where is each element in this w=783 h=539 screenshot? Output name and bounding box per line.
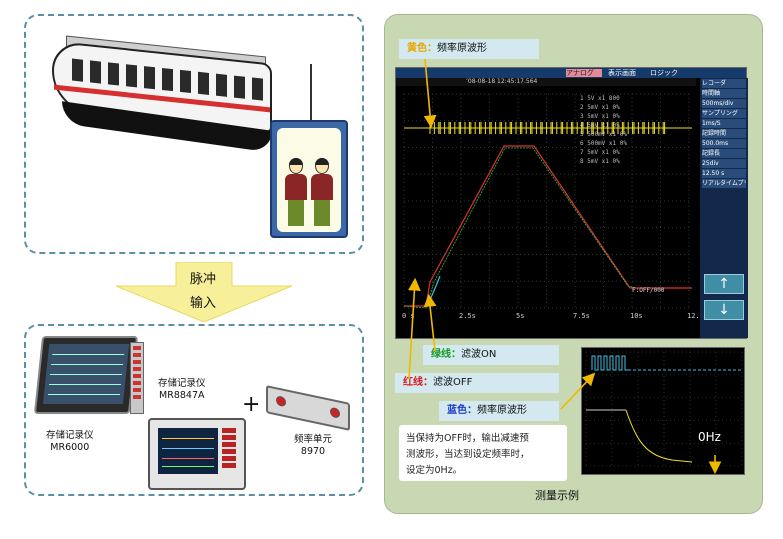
settings-item[interactable]: 記録長	[702, 149, 746, 158]
settings-item[interactable]: 1ms/S	[702, 119, 746, 128]
train-window	[252, 77, 263, 101]
settings-item[interactable]: 25div	[702, 159, 746, 168]
channel-rows: 1 5V x1 800 2 5mV x1 0% 3 5mV x1 0% 4 5mV x…	[580, 95, 627, 165]
measurement-example-panel: 黄色：频率原波形 アナログ 表示画面 ロジック ’08-08-18 12:45:…	[384, 14, 763, 514]
settings-item[interactable]: 500.0ms	[702, 139, 746, 148]
frequency-unit-8970-image	[266, 385, 350, 431]
mr8847a-label: 存储记录仪 MR8847A	[158, 378, 206, 401]
train-panel	[24, 14, 364, 254]
x-tick-label: 2.5s	[459, 312, 476, 320]
settings-item[interactable]: レコーダ	[702, 79, 746, 88]
tab-analog[interactable]: アナログ	[566, 69, 602, 77]
frequency-unit-label: 频率单元 8970	[294, 434, 333, 457]
train-window	[216, 73, 227, 97]
red-color-word: 红线：	[403, 377, 433, 388]
x-tick-label: 5s	[516, 312, 524, 320]
main-waveform-plot: 0 s 2.5s 5s 7.5s 10s 12.5s 1 5V x1 800 2 5mV x…	[402, 93, 700, 320]
x-tick-label: 10s	[630, 312, 643, 320]
channel-row: 8 5mV x1 0%	[580, 158, 620, 165]
zero-hz-label: 0Hz	[698, 430, 721, 444]
settings-item[interactable]: 記録時間	[702, 129, 746, 138]
channel-row: 1 5V x1 800	[580, 95, 620, 102]
explanation-note: 当保持为OFF时，输出减速预 测波形，当达到设定频率时， 设定为0Hz。	[399, 425, 567, 481]
sensor-sign	[270, 120, 348, 238]
channel-row: 3 5mV x1 0%	[580, 113, 620, 120]
settings-item[interactable]: 時間軸	[702, 89, 746, 98]
plus-sign: +	[242, 392, 261, 417]
zoom-yellow-decay	[625, 409, 693, 463]
plot-grid	[403, 93, 692, 309]
plot-traces	[403, 122, 692, 309]
screen-top-bar: アナログ 表示画面 ロジック	[396, 68, 746, 78]
mr6000-device-image	[33, 336, 139, 414]
devices-panel: 存储记录仪 MR6000 存储记录仪 MR8847A + 频率单元 8970	[24, 324, 364, 496]
train-window	[234, 75, 245, 99]
train-window	[198, 71, 209, 95]
x-tick-label: 7.5s	[573, 312, 590, 320]
green-color-word: 绿线：	[431, 349, 461, 360]
train-window	[72, 58, 83, 82]
x-tick-label: 0 s	[402, 312, 415, 320]
tab-display[interactable]: 表示画面	[608, 69, 636, 77]
train-window	[90, 60, 101, 84]
person-icon	[311, 158, 333, 226]
channel-row: 7 5mV x1 0%	[580, 149, 620, 156]
scroll-up-button[interactable]: ↑	[704, 274, 744, 294]
channel-row: 5 500mV x1 0%	[580, 131, 627, 138]
train-window	[162, 68, 173, 92]
person-icon	[285, 158, 307, 226]
arrow-label-input: 输入	[190, 296, 217, 311]
mr6000-side-units	[130, 342, 144, 414]
channel-row: 6 500mV x1 0%	[580, 140, 627, 147]
zoom-grid	[585, 351, 743, 467]
green-callout: 绿线：滤波ON	[423, 345, 559, 365]
mr6000-label: 存储记录仪 MR6000	[46, 430, 94, 453]
scroll-down-button[interactable]: ↓	[704, 300, 744, 320]
x-tick-label: 12.5s	[687, 312, 700, 320]
settings-item[interactable]: サンプリング	[702, 109, 746, 118]
end-marker-label: F:OFF/000	[632, 287, 665, 294]
train-window	[144, 66, 155, 90]
yellow-callout: 黄色：频率原波形	[399, 39, 539, 59]
blue-color-word: 蓝色：	[447, 405, 477, 416]
zoom-traces	[586, 355, 742, 463]
screen-timestamp: ’08-08-18 12:45:17.564	[466, 78, 538, 85]
recorder-main-screen: アナログ 表示画面 ロジック ’08-08-18 12:45:17.564 0 …	[395, 67, 748, 339]
sensor-sign-face	[277, 128, 341, 232]
green-trace	[403, 147, 637, 309]
red-callout: 红线：滤波OFF	[395, 373, 559, 393]
channel-row: 4 5mV x1 0%	[580, 122, 620, 129]
plot-x-ticks: 0 s 2.5s 5s 7.5s 10s 12.5s	[402, 312, 700, 320]
settings-item[interactable]: リアルタイムプリント	[702, 179, 746, 188]
blue-callout: 蓝色：频率原波形	[439, 401, 559, 421]
channel-row: 2 5mV x1 0%	[580, 104, 620, 111]
recorder-zoom-screen: 0Hz	[581, 347, 745, 475]
screen-status-bar: ’08-08-18 12:45:17.564	[396, 78, 696, 86]
zoom-waveform-plot	[585, 351, 743, 467]
settings-item[interactable]: 12.50 s	[702, 169, 746, 178]
train-window	[180, 69, 191, 94]
pulse-input-arrow	[116, 262, 292, 322]
sign-pole	[310, 64, 312, 120]
zoom-blue-pulses	[591, 355, 628, 371]
arrow-label-pulse: 脉冲	[190, 272, 217, 287]
settings-item[interactable]: 500ms/div	[702, 99, 746, 108]
train-window	[108, 62, 119, 86]
measurement-caption: 测量示例	[535, 489, 579, 502]
tab-logic[interactable]: ロジック	[650, 69, 678, 77]
train-window	[126, 64, 137, 88]
mr8847a-device-image	[148, 418, 246, 490]
yellow-color-word: 黄色：	[407, 43, 437, 54]
